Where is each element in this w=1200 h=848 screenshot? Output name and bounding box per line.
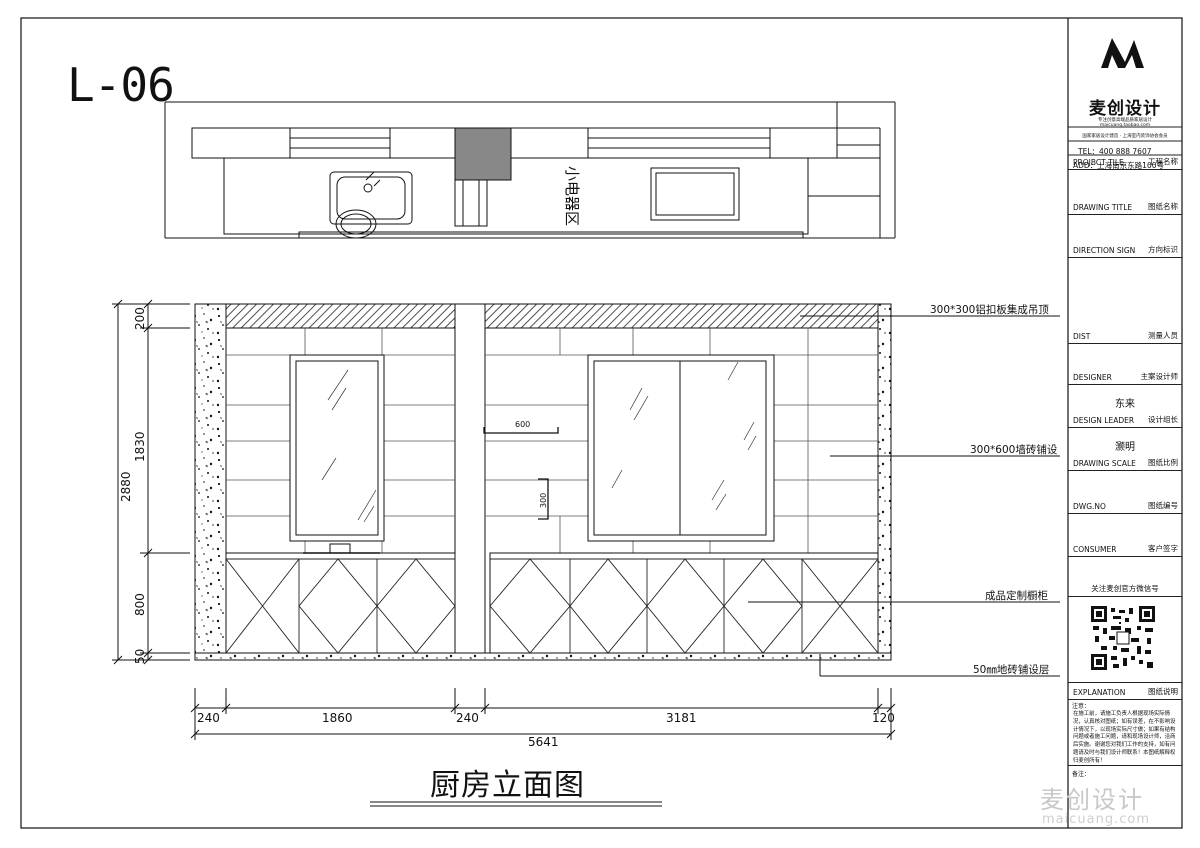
tb-label-cn: 方向标识 [1148, 245, 1178, 254]
hdim-overall: 5641 [528, 735, 559, 749]
hdim-right-span: 3181 [666, 711, 697, 725]
tb-row-dwg-no: DWG.NO 图纸编号 [1068, 471, 1182, 514]
vdim-overall: 2880 [119, 471, 133, 502]
brand-logo-mark [1101, 38, 1144, 68]
tb-label-en: DRAWING SCALE [1073, 459, 1136, 468]
drawing-title: 厨房立面图 [430, 768, 585, 803]
brand-url: maicuang.taobao.com [1099, 123, 1151, 128]
tb-row-project: PROJBCT TILE 工程名称 [1068, 155, 1182, 170]
hdim-wall-right: 120 [872, 711, 895, 725]
brand-sub: 国家家居设计建造 · 上海室内装饰协会会员 [1082, 134, 1168, 139]
tb-label-en: CONSUMER [1073, 545, 1117, 554]
tb-row-dist: DIST 测量人员 [1068, 258, 1182, 344]
callout-cabinet: 成品定制橱柜 [985, 589, 1048, 602]
vdim-ceiling: 200 [133, 307, 147, 330]
tb-row-explanation: EXPLANATION 图纸说明 [1068, 682, 1182, 700]
design-leader-name: 灏明 [1115, 442, 1135, 453]
hdim-column: 240 [456, 711, 479, 725]
tb-row-design-leader: DESIGN LEADER 设计组长 [1068, 408, 1182, 428]
brand-tagline: 专注创意高端品质家居设计 [1098, 118, 1152, 123]
callout-wall-tile: 300*600墙砖铺设 [970, 443, 1058, 456]
vdim-cabinet: 800 [133, 593, 147, 616]
hdim-left-span: 1860 [322, 711, 353, 725]
plan-view [164, 101, 896, 239]
tile-height-dim: 300 [539, 493, 548, 508]
address-text: ADD：上海南京东路100号 [1073, 161, 1164, 170]
tb-row-drawing-title: DRAWING TITLE 图纸名称 [1068, 170, 1182, 215]
note-body: 在施工前，请施工负责人根据现场实际情况，认真核对图纸；如有误差，在不影响设计情况… [1073, 711, 1176, 764]
vdim-floor: 50 [133, 649, 147, 664]
tb-label-en: PROJBCT TILE [1073, 158, 1124, 167]
tb-label-cn: 测量人员 [1148, 331, 1178, 340]
tb-row-designer: DESIGNER 主案设计师 [1068, 344, 1182, 385]
callout-ceiling: 300*300铝扣板集成吊顶 [930, 303, 1049, 316]
designer-name: 东来 [1115, 399, 1135, 410]
tb-label-cn: 设计组长 [1148, 415, 1178, 424]
tb-label-en: DWG.NO [1073, 502, 1106, 511]
watermark-en: maicuang.com [1042, 812, 1150, 827]
tb-label-cn: 工程名称 [1148, 157, 1178, 166]
vdim-wall: 1830 [133, 431, 147, 462]
tb-label-cn: 图纸编号 [1148, 501, 1178, 510]
tb-row-consumer: CONSUMER 客户签字 [1068, 514, 1182, 557]
tb-row-scale: DRAWING SCALE 图纸比例 [1068, 451, 1182, 471]
plan-zone-label: 小电器区 [563, 166, 581, 226]
wechat-label: 关注麦创官方微信号 [1091, 584, 1159, 593]
tel-text: TEL：400 888 7607 [1078, 147, 1152, 156]
remark-label: 备注： [1072, 771, 1091, 778]
tb-label-cn: 图纸说明 [1148, 687, 1178, 696]
tb-label-en: DIST [1073, 332, 1091, 341]
hdim-wall-left: 240 [197, 711, 220, 725]
tb-label-en: DRAWING TITLE [1073, 203, 1133, 212]
tb-row-wechat: 关注麦创官方微信号 [1068, 557, 1182, 597]
qr-code [1091, 606, 1155, 670]
elevation-view [194, 303, 892, 661]
tb-label-en: DIRECTION SIGN [1073, 246, 1136, 255]
tb-label-cn: 图纸比例 [1148, 458, 1178, 467]
tb-label-cn: 图纸名称 [1148, 202, 1178, 211]
sheet-border [20, 17, 1183, 829]
page-code: L-06 [67, 58, 175, 112]
tb-label-en: EXPLANATION [1073, 688, 1126, 697]
callout-floor: 50㎜地砖铺设层 [973, 663, 1049, 676]
tb-label-en: DESIGN LEADER [1073, 416, 1135, 425]
tb-label-cn: 客户签字 [1148, 544, 1178, 553]
tb-label-cn: 主案设计师 [1140, 372, 1179, 381]
watermark-cn: 麦创设计 [1040, 786, 1144, 814]
brand-name: 麦创设计 [1089, 99, 1161, 119]
tb-label-en: DESIGNER [1073, 373, 1112, 382]
note-title: 注意： [1072, 703, 1091, 710]
title-block: 麦创设计 专注创意高端品质家居设计 maicuang.taobao.com 国家… [1068, 18, 1182, 828]
tb-row-direction: DIRECTION SIGN 方向标识 [1068, 215, 1182, 258]
tile-width-dim: 600 [515, 420, 530, 429]
